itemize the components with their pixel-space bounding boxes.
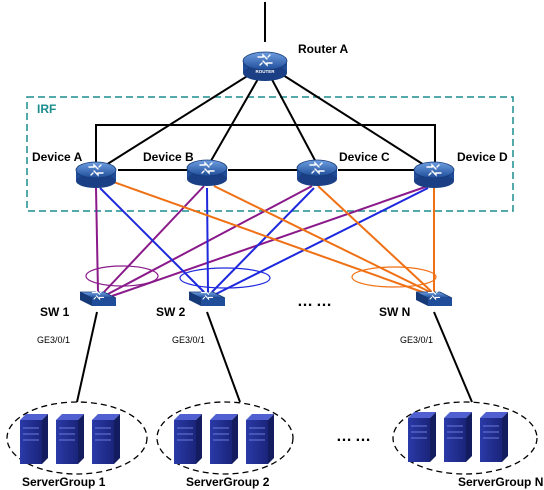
link-device-b-sw1	[103, 185, 205, 293]
server-icon	[480, 412, 508, 462]
irf-label: IRF	[37, 102, 56, 116]
sw1-port-label: GE3/0/1	[37, 335, 70, 345]
servergroup-1-boundary	[6, 401, 148, 475]
link-router-device-b	[207, 71, 263, 167]
blue-links	[99, 187, 429, 295]
switch-swn[interactable]	[415, 290, 453, 306]
link-device-b-sw2	[206, 187, 209, 293]
link-router-device-a	[97, 67, 261, 171]
link-device-d-sw1	[111, 185, 429, 297]
device-d[interactable]	[413, 161, 455, 188]
server-icon	[174, 414, 202, 464]
servergroup-1-label: ServerGroup 1	[22, 475, 106, 489]
irf-boundary	[26, 96, 514, 212]
link-sw1-servergroup-1	[76, 311, 98, 403]
device-a[interactable]	[75, 161, 117, 188]
link-device-a-sw1	[95, 187, 99, 293]
lag-ellipse-sw1	[85, 265, 159, 287]
swn-label: SW N	[379, 305, 410, 319]
router-links	[97, 67, 433, 171]
server-icon	[246, 414, 274, 464]
switch-sw1[interactable]	[79, 290, 117, 306]
servergroup-1-servers	[20, 414, 120, 464]
sw2-label: SW 2	[156, 305, 186, 319]
device-a-label: Device A	[32, 150, 83, 164]
servergroup-2-servers	[174, 414, 274, 464]
device-c-label: Device C	[339, 150, 390, 164]
servergroup-2-boundary	[156, 401, 294, 475]
server-icon	[92, 414, 120, 464]
link-device-c-swn	[317, 185, 433, 293]
link-router-device-c	[267, 71, 319, 167]
servergroup-n-label: ServerGroup N	[458, 475, 543, 489]
link-swn-servergroup-n	[433, 311, 473, 403]
sw2-port-label: GE3/0/1	[172, 335, 205, 345]
router-badge: ROUTER	[256, 69, 276, 74]
server-icon	[20, 414, 48, 464]
device-d-label: Device D	[457, 150, 508, 164]
switch-sw2[interactable]	[188, 290, 226, 306]
link-router-device-d	[271, 67, 433, 171]
device-b[interactable]	[186, 159, 228, 186]
link-device-b-swn	[213, 185, 431, 293]
servergroup-2-label: ServerGroup 2	[186, 475, 270, 489]
link-device-c-sw2	[211, 187, 315, 293]
orange-links	[107, 179, 435, 295]
link-sw2-servergroup-2	[206, 311, 241, 403]
switch-ellipsis: ……	[297, 293, 335, 310]
server-icon	[210, 414, 238, 464]
router-label: Router A	[298, 42, 349, 56]
servergroup-ellipsis: ……	[336, 428, 374, 445]
servergroup-n-servers	[408, 412, 508, 462]
irf-ring-link	[95, 124, 436, 170]
server-icon	[408, 412, 436, 462]
lag-ellipse-sw2	[179, 267, 271, 289]
device-b-label: Device B	[143, 150, 194, 164]
sw1-label: SW 1	[40, 305, 70, 319]
link-device-c-sw1	[107, 185, 313, 295]
link-device-a-sw2	[99, 187, 205, 293]
server-icon	[56, 414, 84, 464]
link-device-d-sw2	[215, 187, 429, 295]
purple-links	[95, 185, 429, 297]
servergroup-n-boundary	[392, 401, 538, 475]
router-a[interactable]: ROUTER	[242, 51, 288, 81]
server-links	[76, 311, 473, 403]
swn-port-label: GE3/0/1	[400, 335, 433, 345]
lag-ellipse-swn	[351, 266, 437, 288]
link-device-a-swn	[107, 179, 429, 295]
device-c[interactable]	[296, 159, 338, 186]
server-icon	[444, 412, 472, 462]
